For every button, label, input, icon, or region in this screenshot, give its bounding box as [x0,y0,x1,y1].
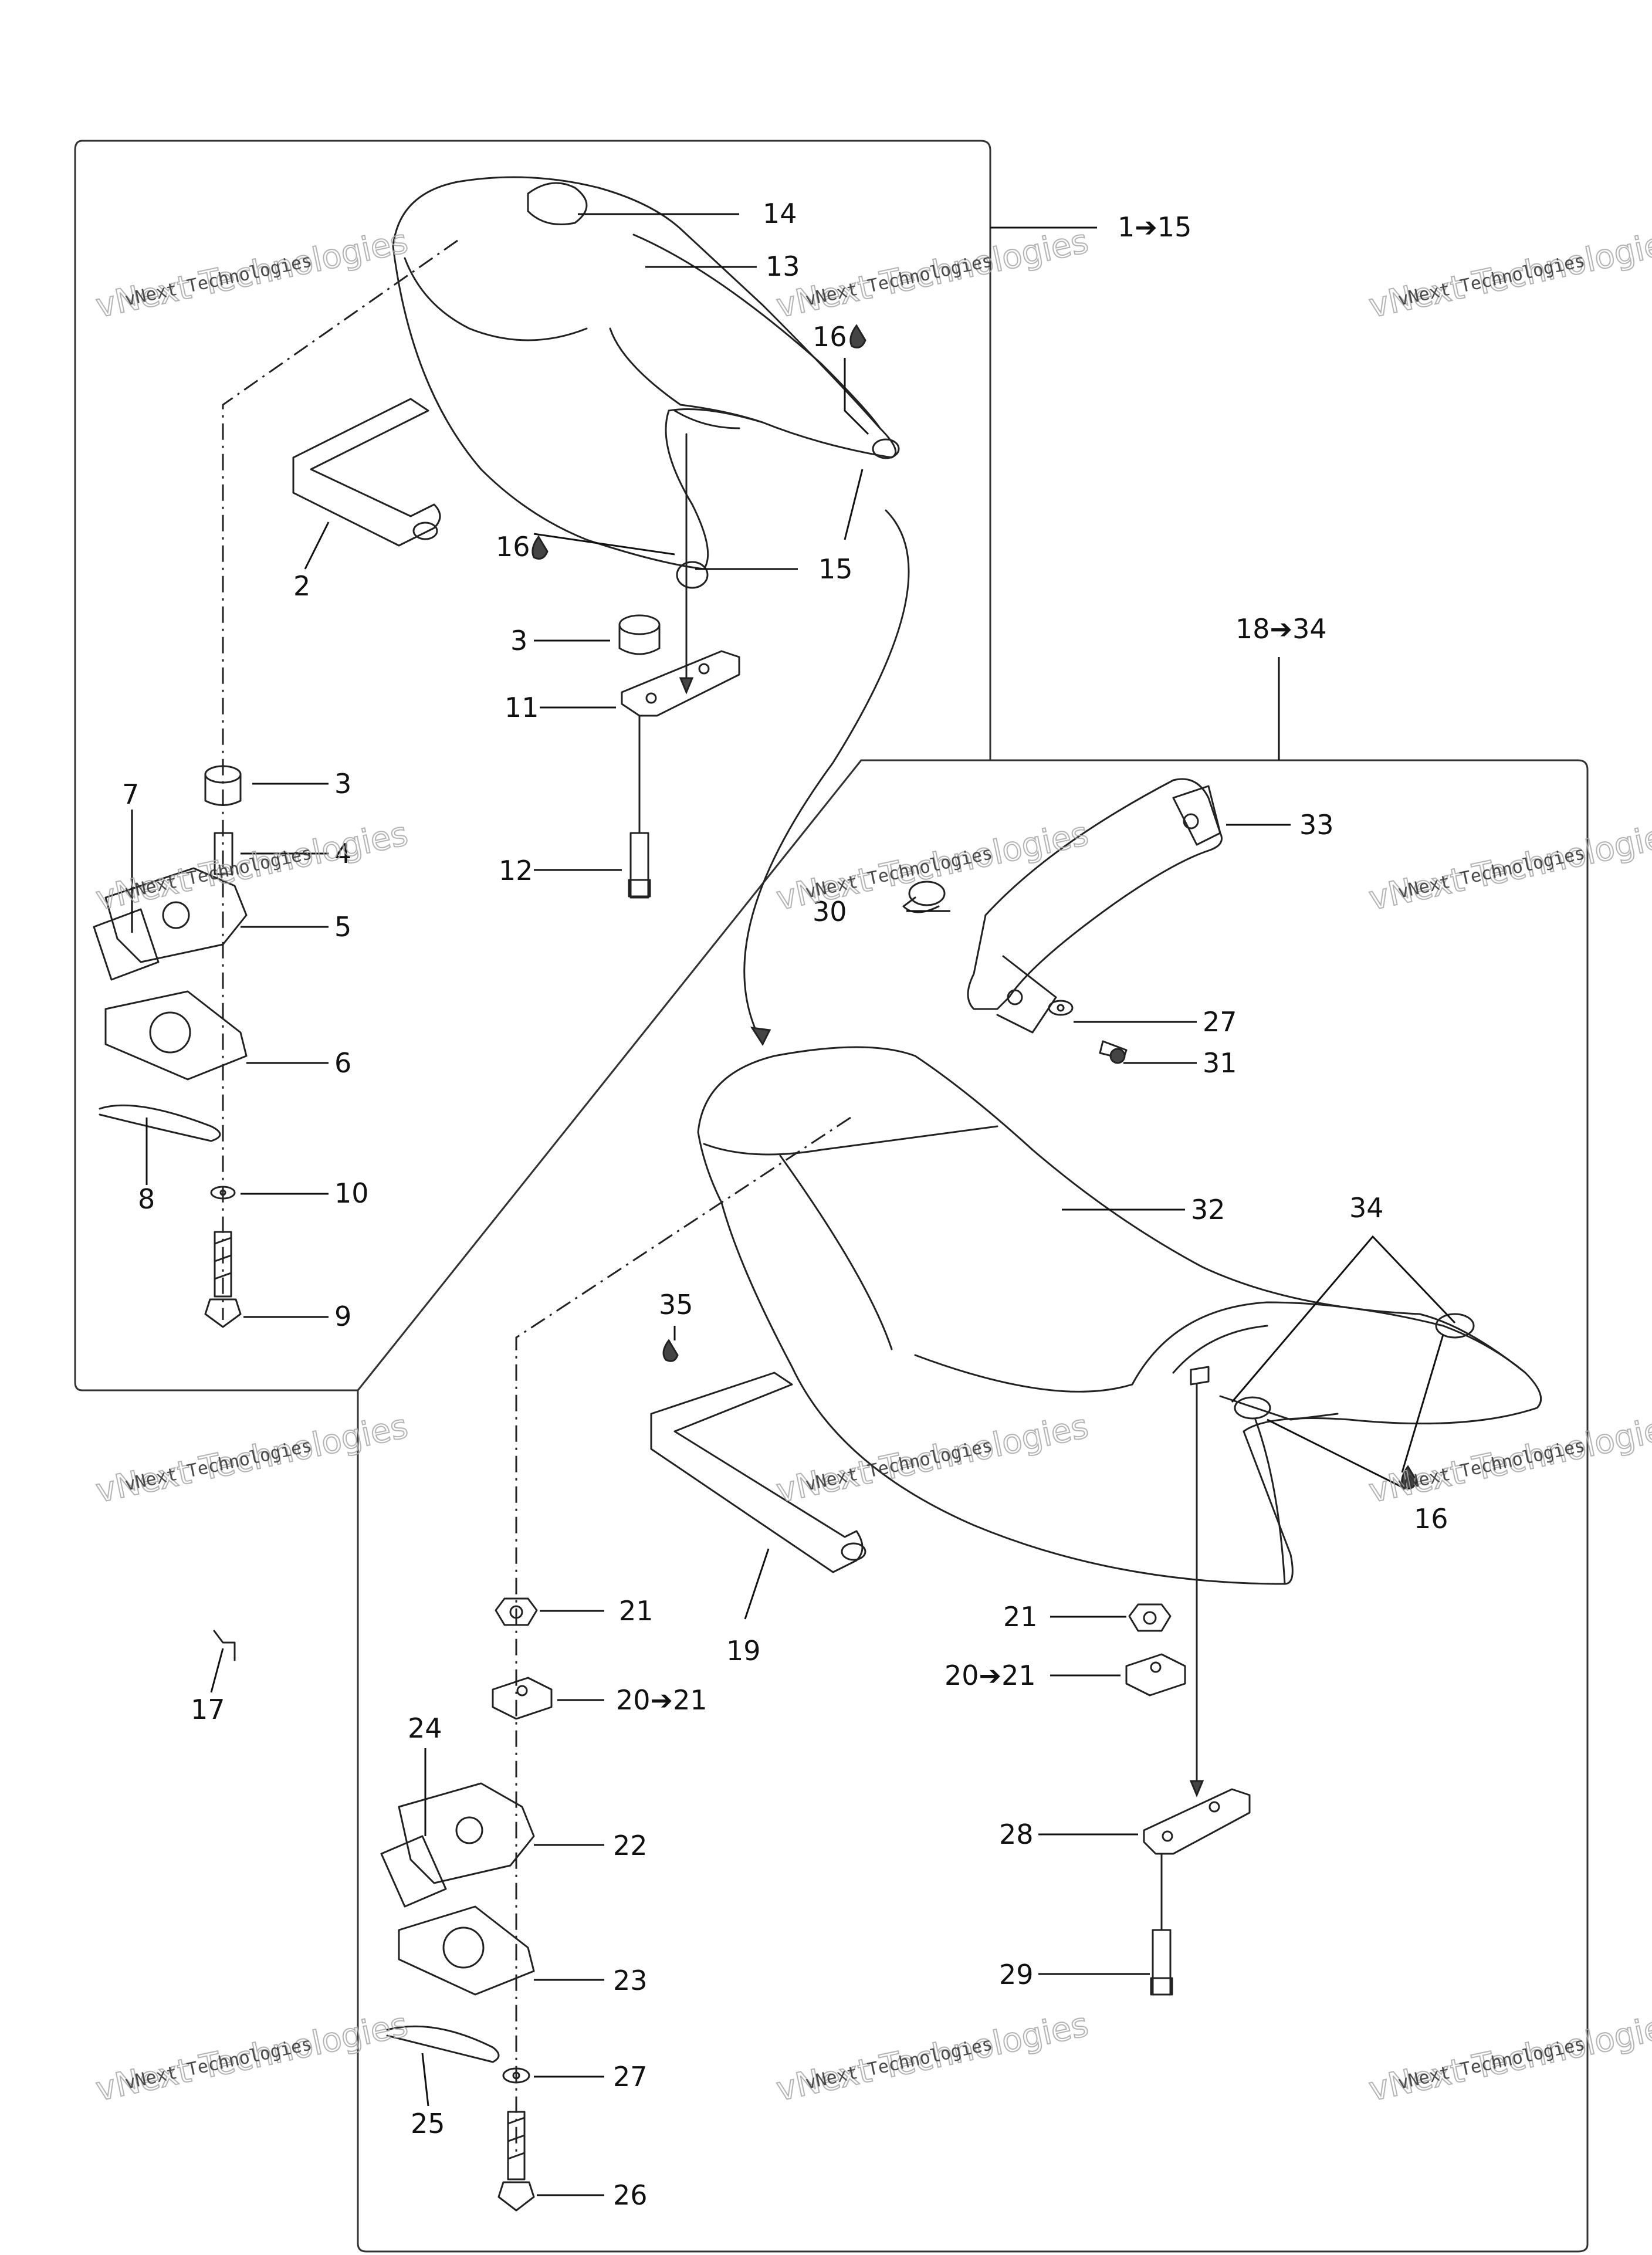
callout-14: 14 [763,198,797,229]
callout-15: 15 [818,553,853,585]
callout-16-upper-left: 16 [496,531,530,563]
hex-nut-2 [1128,1603,1172,1632]
seat-bracket-2 [1143,1788,1251,1855]
callout-6: 6 [334,1047,351,1079]
callout-12: 12 [499,855,533,886]
drop-marker [662,1339,679,1362]
callout-13: 13 [766,250,800,282]
hex-nut [495,1597,538,1626]
seat-bracket [621,650,740,717]
upper-group-frame [74,140,991,1391]
callout-9: 9 [334,1301,351,1332]
upper-centerline [222,239,458,1320]
callout-24: 24 [408,1712,442,1744]
callout-20-left: 20➔21 [616,1684,707,1716]
washer-3 [502,2067,530,2084]
lower-group-label: 18➔34 [1235,613,1327,645]
square-nut-2 [1125,1653,1186,1697]
callout-4: 4 [334,838,351,869]
lower-centerline [515,1116,851,2153]
screw-3 [497,2111,535,2212]
callout-28: 28 [999,1819,1034,1850]
callout-23: 23 [613,1965,648,1996]
wire-clip [99,1104,221,1142]
lock-cover-plate [93,867,248,981]
callout-33: 33 [1299,809,1334,841]
wire-clip-2 [386,2025,500,2063]
oil-drop-icon [849,324,866,348]
callout-34: 34 [1349,1192,1384,1224]
callout-27-upper: 27 [1203,1006,1237,1038]
lock-base [104,990,248,1081]
callout-22: 22 [613,1830,648,1861]
callout-17: 17 [191,1694,225,1725]
screw-2 [1099,1040,1128,1064]
washer-2 [1048,1000,1074,1016]
main-seat [697,1046,1542,1585]
arrow-head-3 [1189,1780,1204,1797]
callout-32: 32 [1191,1194,1226,1225]
callout-25: 25 [411,2108,445,2139]
callout-21-left: 21 [619,1595,654,1627]
hex-key-tool [292,398,441,547]
square-nut [492,1677,553,1720]
callout-35: 35 [659,1289,693,1321]
callout-3-upper: 3 [510,625,527,656]
hex-key-tool-2 [650,1372,866,1573]
hex-bolt [628,715,651,899]
callout-3-lower: 3 [334,768,351,800]
grab-handle [967,778,1223,1034]
callout-27-lower: 27 [613,2061,648,2093]
upper-group-label: 1➔15 [1118,211,1191,243]
callout-2: 2 [293,570,310,602]
arrow-head [750,1027,771,1047]
callout-5: 5 [334,911,351,943]
arrow-head-2 [679,677,694,695]
rubber-damper [902,881,946,913]
hex-bolt-2 [1150,1853,1173,1996]
screw [204,1231,242,1328]
small-bracket [213,1630,236,1661]
lower-group-frame [357,759,1589,2253]
callout-labels: 14 13 16 16 15 2 3 11 12 3 4 5 6 7 8 10 … [122,198,1448,2211]
rubber-cap [618,614,661,655]
fit-direction-arrow [743,509,910,1045]
lock-base-2 [398,1905,535,1996]
callout-16-upper-right: 16 [813,321,847,353]
callout-7: 7 [122,778,139,810]
callout-21-right: 21 [1003,1601,1038,1633]
leader-lines [131,213,1456,2196]
callout-26: 26 [613,2179,648,2211]
callout-30: 30 [813,896,847,927]
washer [210,1186,236,1200]
callout-20-right: 20➔21 [945,1660,1036,1691]
spacer-collar [214,832,233,875]
callout-16-lower: 16 [1414,1503,1448,1535]
callout-8: 8 [138,1183,155,1215]
lock-cover-plate-2 [380,1782,535,1908]
oil-drop-icon-2 [532,535,549,560]
oil-drop-icon-3 [1401,1465,1418,1489]
callout-11: 11 [505,692,539,723]
callout-10: 10 [334,1177,369,1209]
callout-29: 29 [999,1959,1034,1990]
rear-seat-cowl [392,176,900,589]
callout-19: 19 [726,1635,761,1667]
callout-31: 31 [1203,1047,1237,1079]
seat-lock-cap [204,765,242,806]
